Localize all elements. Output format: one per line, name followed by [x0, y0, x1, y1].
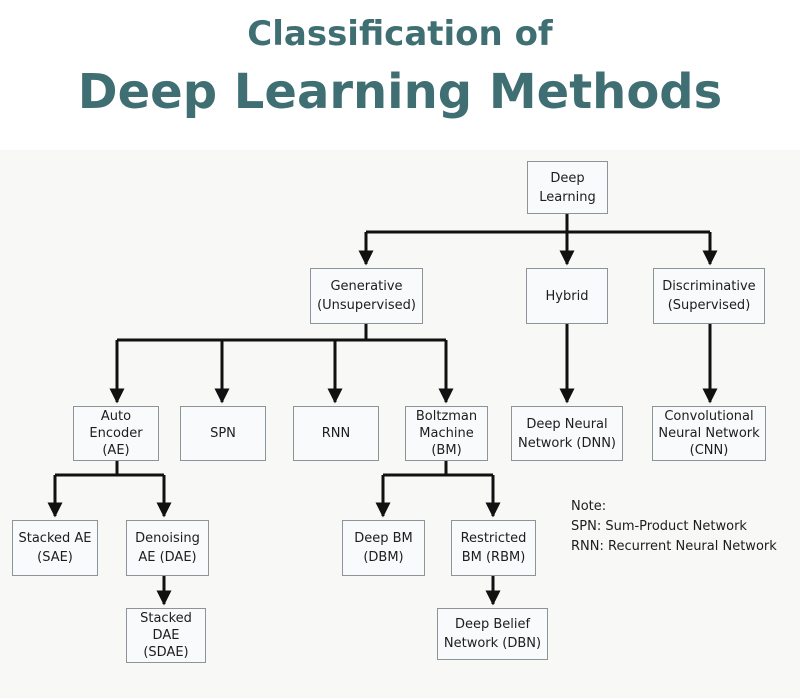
- node-stacked-ae: Stacked AE (SAE): [12, 520, 98, 576]
- node-rnn: RNN: [293, 406, 379, 461]
- title-line-2: Deep Learning Methods: [77, 64, 723, 120]
- node-auto-encoder: Auto Encoder (AE): [73, 406, 159, 461]
- node-discriminative: Discriminative (Supervised): [653, 268, 765, 324]
- node-restricted-bm: Restricted BM (RBM): [451, 520, 536, 576]
- node-cnn: Convolutional Neural Network (CNN): [652, 406, 766, 461]
- note: Note: SPN: Sum-Product Network RNN: Recu…: [571, 497, 777, 557]
- node-generative: Generative (Unsupervised): [310, 268, 423, 324]
- node-stacked-dae: Stacked DAE (SDAE): [126, 608, 206, 663]
- node-boltzman-machine: Boltzman Machine (BM): [405, 406, 488, 461]
- node-dnn: Deep Neural Network (DNN): [511, 406, 623, 461]
- node-dbn: Deep Belief Network (DBN): [437, 608, 548, 660]
- node-deep-bm: Deep BM (DBM): [342, 520, 425, 576]
- title-area: Classification of Deep Learning Methods: [0, 0, 800, 150]
- note-line-rnn: RNN: Recurrent Neural Network: [571, 539, 777, 554]
- title-line-1: Classification of: [247, 14, 553, 54]
- node-deep-learning: Deep Learning: [527, 161, 608, 214]
- note-heading: Note:: [571, 499, 607, 514]
- node-denoising-ae: Denoising AE (DAE): [126, 520, 209, 576]
- node-spn: SPN: [180, 406, 266, 461]
- node-hybrid: Hybrid: [526, 268, 608, 324]
- note-line-spn: SPN: Sum-Product Network: [571, 519, 747, 534]
